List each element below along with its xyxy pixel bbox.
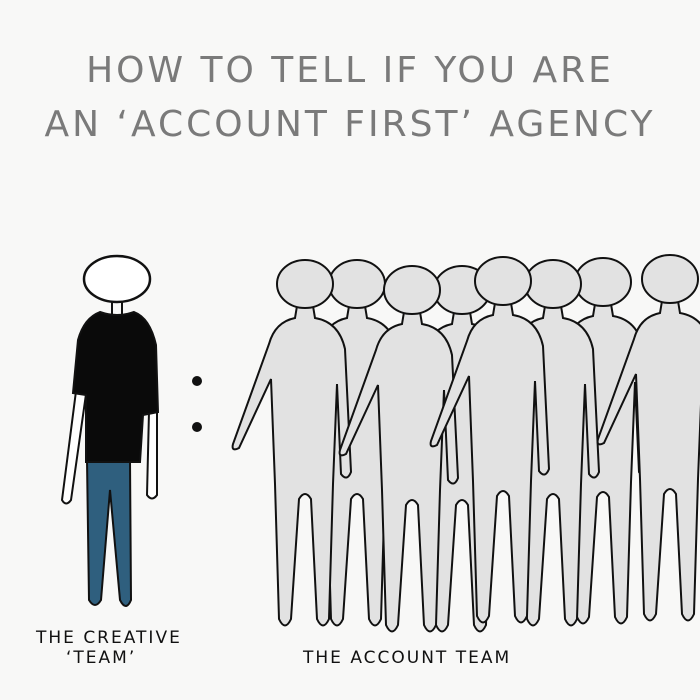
account-team-member [596,254,700,622]
title-line-1: HOW TO TELL IF YOU ARE [86,50,614,91]
account-member-body [429,302,551,624]
creative-shirt [71,310,160,463]
creative-left-arm [60,356,90,505]
ratio-dot-top [192,376,202,386]
account-caption: THE ACCOUNT TEAM [303,648,512,668]
account-member-body [338,311,460,633]
ratio-dot-bottom [192,422,202,432]
creative-caption-line-1: THE CREATIVE [36,628,182,648]
account-member-head [524,259,582,309]
account-team-figures [231,254,700,633]
account-member-head [574,257,632,307]
account-member-body [231,305,353,627]
account-team-member [231,259,353,627]
account-member-head [328,259,386,309]
title-line-2: AN ‘ACCOUNT FIRST’ AGENCY [44,104,656,145]
creative-jeans [85,459,133,607]
account-team-member [338,265,460,633]
account-member-head [474,256,532,306]
creative-caption-line-2: ‘TEAM’ [66,648,137,668]
creative-head [82,254,152,304]
account-member-head [276,259,334,309]
account-team-member [429,256,551,624]
account-member-head [641,254,699,304]
account-member-body [596,300,700,622]
creative-person [60,254,160,607]
account-member-head [383,265,441,315]
